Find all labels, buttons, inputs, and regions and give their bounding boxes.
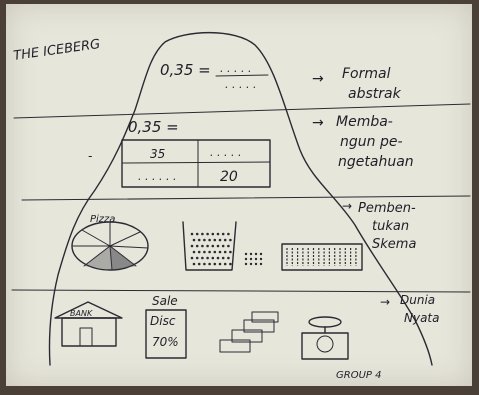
disc-label: Disc xyxy=(150,314,176,328)
level-2-label-line1: Memba- xyxy=(336,114,393,130)
left-dash-mark: - xyxy=(88,149,92,163)
level-1-label-line2: abstrak xyxy=(348,86,402,102)
loose-dots xyxy=(244,252,263,266)
level-1-label-line1: Formal xyxy=(342,66,391,82)
top-fraction-bar xyxy=(215,74,269,77)
level-4-label-line2: Nyata xyxy=(404,311,440,325)
arrow-level-3: → xyxy=(342,199,352,213)
level-2-label-line3: ngetahuan xyxy=(338,154,414,170)
grid-cell-bl: . . . . . . xyxy=(138,170,176,183)
level-2-label-line2: ngun pe- xyxy=(340,134,403,150)
level-divider-3 xyxy=(11,289,471,293)
bar-grid xyxy=(281,243,363,271)
paper-sheet xyxy=(6,4,472,386)
bank-label: BANK xyxy=(70,309,93,318)
group-label: GROUP 4 xyxy=(336,370,381,381)
mid-math: 0,35 = xyxy=(128,118,179,136)
grid-cell-tl: 35 xyxy=(150,147,165,161)
arrow-level-4: → xyxy=(380,295,390,309)
stacked-stairs xyxy=(219,311,279,353)
level-3-label-line2: tukan xyxy=(372,219,409,234)
sale-sign xyxy=(145,309,187,359)
bank-building xyxy=(54,301,123,347)
iceberg-title: THE ICEBERG xyxy=(12,37,101,64)
top-math: 0,35 = xyxy=(160,61,211,79)
level-4-label-line1: Dunia xyxy=(400,293,435,307)
level-divider-1 xyxy=(13,103,471,119)
glass-dots xyxy=(190,232,232,266)
fraction-grid xyxy=(121,139,271,188)
glass-of-dots xyxy=(182,221,237,271)
grid-cell-br: 20 xyxy=(220,169,238,185)
top-dots: . . . . . xyxy=(220,62,251,75)
top-dots-denominator: . . . . . xyxy=(225,78,256,91)
level-3-label-line3: Skema xyxy=(372,237,416,252)
arrow-level-2: → xyxy=(312,115,324,131)
iceberg-outline xyxy=(48,31,433,366)
level-3-label-line1: Pemben- xyxy=(358,201,416,216)
weighing-scale xyxy=(301,316,349,360)
arrow-level-1: → xyxy=(312,71,324,87)
grid-horizontal xyxy=(121,161,271,164)
pizza-pie xyxy=(71,221,149,271)
level-divider-2 xyxy=(21,195,471,201)
pie-label: Pizza xyxy=(90,214,115,225)
bar-ticks xyxy=(286,248,357,266)
grid-cell-tr: . . . . . xyxy=(210,146,241,159)
sale-label: Sale xyxy=(152,294,178,308)
disc-value: 70% xyxy=(152,335,179,349)
